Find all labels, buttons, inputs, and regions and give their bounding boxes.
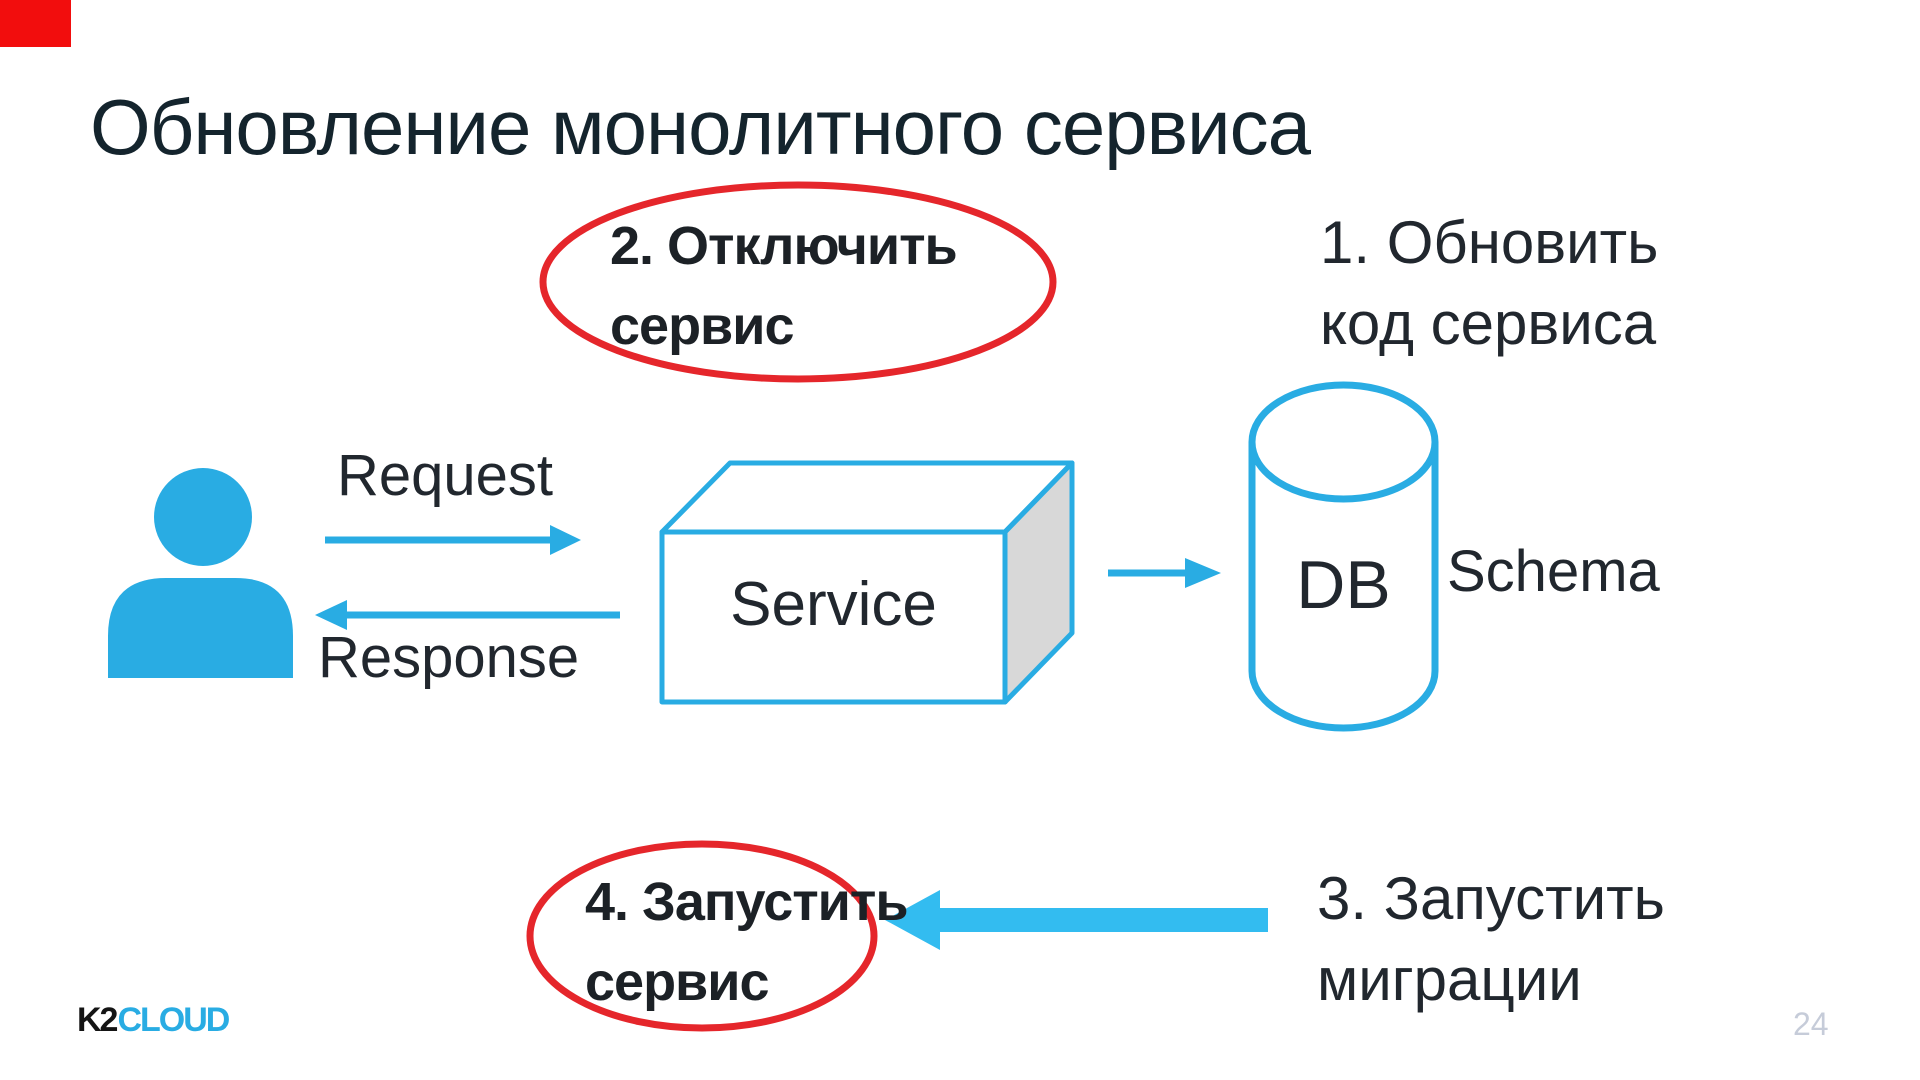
step2-label: 2. Отключить сервис	[610, 216, 958, 356]
user-head-icon	[154, 468, 252, 566]
k2cloud-logo: K2CLOUD	[77, 1001, 230, 1039]
service-to-db-arrow-icon	[1108, 558, 1221, 588]
corner-accent-bar	[0, 0, 71, 47]
step1-label: 1. Обновить код сервиса	[1320, 209, 1659, 357]
page-number: 24	[1793, 1006, 1829, 1042]
page-title: Обновление монолитного сервиса	[90, 83, 1311, 171]
schema-label: Schema	[1447, 539, 1660, 604]
db-cylinder-icon	[1248, 381, 1439, 732]
step4-highlight-ellipse-icon	[526, 840, 878, 1032]
logo-cloud-text: CLOUD	[117, 1001, 230, 1039]
service-box-front-face	[659, 529, 1008, 705]
request-arrow-icon	[325, 525, 581, 555]
response-arrow-icon	[315, 600, 620, 630]
service-box-top-face	[659, 460, 1075, 535]
db-label: DB	[1296, 547, 1391, 623]
step4-label: 4. Запустить сервис	[585, 872, 909, 1012]
service-box-icon	[659, 460, 1075, 705]
step3-label: 3. Запустить миграции	[1317, 865, 1665, 1013]
migrations-arrow-icon	[885, 890, 1268, 950]
user-body-icon	[108, 578, 293, 678]
user-icon	[108, 468, 293, 678]
step2-highlight-ellipse-icon	[539, 181, 1057, 383]
response-label: Response	[318, 625, 580, 690]
logo-k2-text: K2	[77, 1001, 118, 1039]
request-label: Request	[337, 443, 554, 508]
service-label: Service	[730, 570, 937, 639]
